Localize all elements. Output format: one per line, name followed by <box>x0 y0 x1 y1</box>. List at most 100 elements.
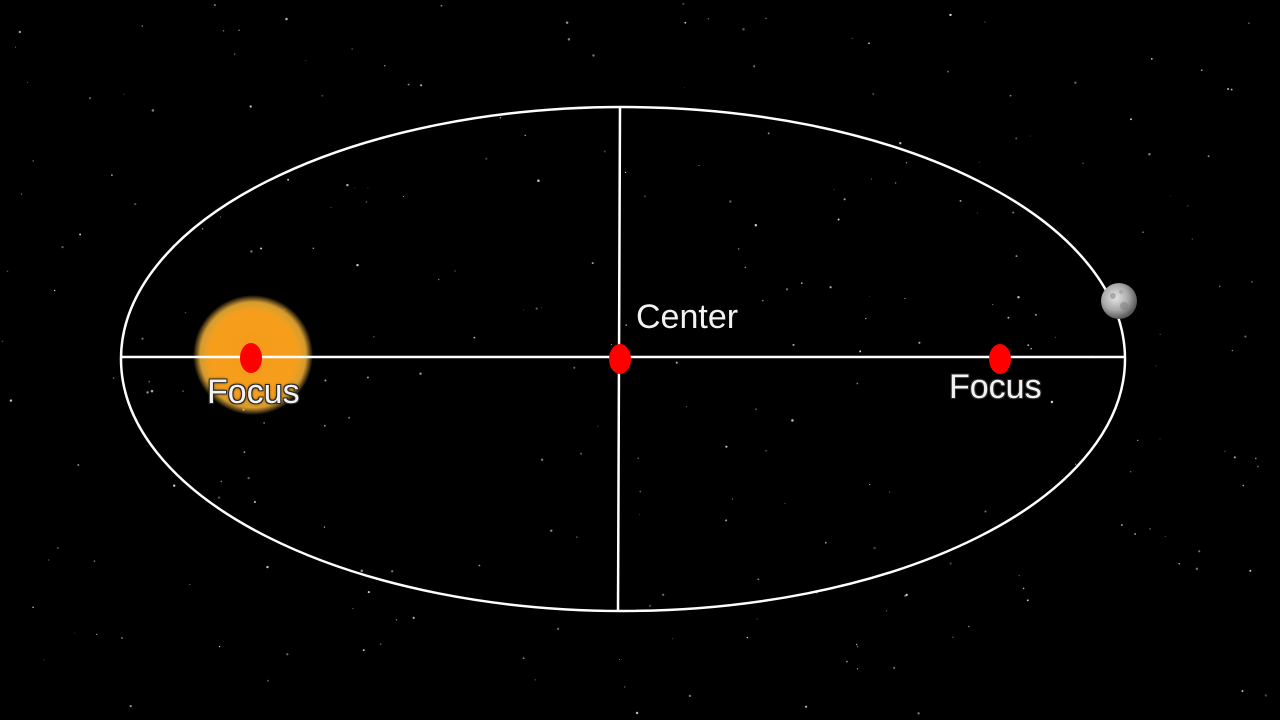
star <box>540 306 542 308</box>
star <box>1121 524 1123 526</box>
star <box>565 21 569 24</box>
star <box>625 324 628 326</box>
star <box>253 500 257 504</box>
star <box>112 377 115 379</box>
center-label: Center <box>636 298 739 336</box>
star <box>833 188 835 190</box>
star <box>603 150 606 153</box>
star <box>141 25 143 27</box>
star <box>1244 335 1247 338</box>
star <box>1074 81 1077 84</box>
star <box>856 382 859 385</box>
star <box>348 416 351 419</box>
star <box>172 484 176 487</box>
star <box>767 132 770 135</box>
star <box>473 336 476 339</box>
star <box>266 565 269 569</box>
star <box>32 160 35 162</box>
star <box>20 193 23 195</box>
star <box>744 266 747 269</box>
star <box>737 248 740 250</box>
star <box>1249 569 1252 572</box>
star <box>762 299 764 302</box>
star <box>829 286 832 289</box>
star <box>260 247 263 250</box>
star <box>792 343 795 346</box>
star <box>1159 438 1161 440</box>
star <box>53 289 56 292</box>
star <box>218 645 221 648</box>
center-point <box>609 344 631 374</box>
star <box>580 452 583 455</box>
star <box>523 309 524 311</box>
planet-icon <box>1101 283 1137 319</box>
star <box>1150 58 1153 60</box>
star <box>287 178 290 181</box>
star <box>330 207 332 209</box>
star <box>785 288 789 291</box>
star <box>1218 285 1221 288</box>
star <box>801 282 803 284</box>
star <box>285 17 288 21</box>
star <box>219 216 221 218</box>
star <box>1241 690 1244 693</box>
star <box>635 711 639 715</box>
star <box>729 200 732 203</box>
star <box>182 390 184 392</box>
star <box>1030 347 1032 350</box>
star <box>1149 528 1151 530</box>
star <box>672 638 674 640</box>
star <box>684 21 687 24</box>
star <box>123 93 125 95</box>
star <box>662 593 665 596</box>
star <box>1254 457 1257 460</box>
star <box>419 372 422 375</box>
star <box>591 262 594 265</box>
star <box>984 510 987 513</box>
star <box>917 712 920 715</box>
star <box>1130 118 1132 121</box>
star <box>905 593 908 597</box>
star <box>220 480 223 483</box>
star <box>1022 587 1025 590</box>
star <box>949 562 952 565</box>
star <box>312 247 315 250</box>
star <box>1029 135 1031 137</box>
star <box>1242 484 1245 487</box>
star <box>1027 344 1030 346</box>
star <box>851 37 853 39</box>
star <box>597 425 599 427</box>
focus-point-right <box>989 344 1011 374</box>
star <box>324 379 327 382</box>
star <box>1082 162 1084 164</box>
star <box>837 218 840 221</box>
star <box>1227 88 1230 90</box>
star <box>524 134 526 137</box>
star <box>637 457 640 460</box>
star <box>305 60 307 62</box>
star <box>869 484 871 486</box>
star <box>856 643 858 646</box>
star <box>868 295 870 297</box>
star <box>234 53 236 55</box>
star <box>732 498 733 500</box>
star <box>1148 153 1151 156</box>
star <box>824 541 827 544</box>
star <box>362 649 365 652</box>
star <box>6 270 9 272</box>
star <box>976 212 978 214</box>
star <box>1034 313 1037 316</box>
star <box>685 406 687 408</box>
star <box>550 529 553 532</box>
star <box>688 694 692 698</box>
star <box>323 424 326 427</box>
star <box>57 547 59 549</box>
star <box>683 87 685 88</box>
focus-label-right: Focus <box>949 368 1042 406</box>
star <box>351 48 353 50</box>
star <box>1200 69 1203 72</box>
star <box>1129 470 1132 473</box>
star <box>904 298 906 300</box>
